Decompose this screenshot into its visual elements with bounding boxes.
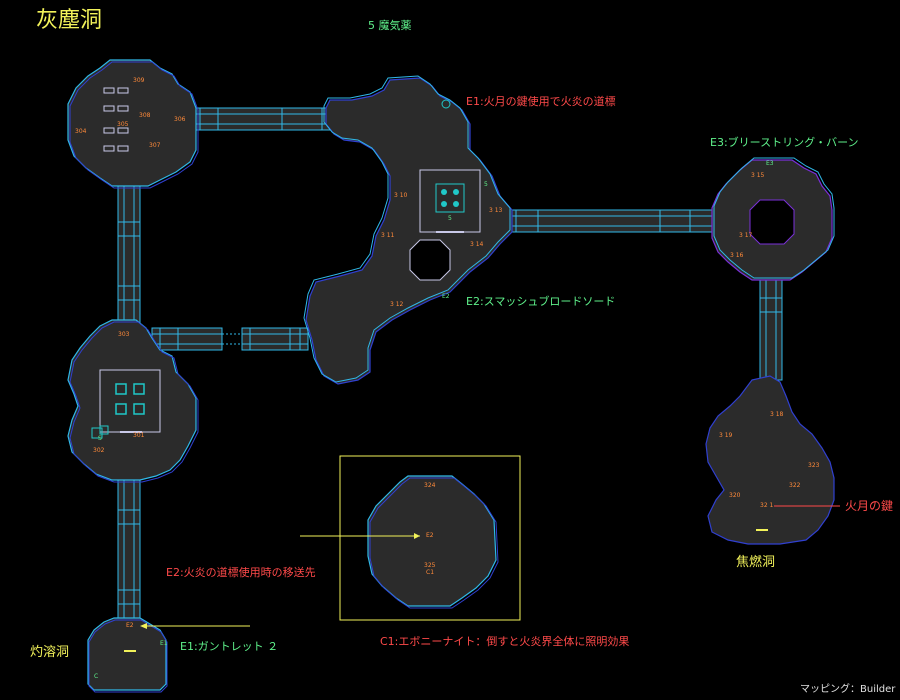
room-number: 323 (808, 462, 820, 469)
waypoint-icon (441, 99, 451, 109)
room-number: 301 (133, 432, 145, 439)
room-number: 320 (729, 492, 741, 499)
event-key: 火月の鍵 (845, 499, 894, 513)
room-number: 3 18 (770, 411, 784, 418)
room-number: 3 17 (739, 232, 753, 239)
event-e1-bottom: E1:ガントレット ２ (180, 640, 279, 653)
e3-pit (749, 199, 795, 245)
mark-s: S (98, 435, 102, 442)
mark-c: C (94, 673, 99, 680)
mark-c1: C1 (426, 569, 435, 576)
mark-5: 5 (484, 181, 488, 188)
map-title: 灰塵洞 (36, 8, 103, 33)
pointers (140, 505, 840, 629)
mark-5: 5 (448, 215, 452, 222)
event-c1: C1:エボニーナイト：倒すと火炎界全体に照明効果 (380, 635, 630, 648)
mark-e2: E2 (426, 532, 434, 539)
mark-e1: E1 (160, 640, 168, 647)
mark-e3: E3 (766, 160, 774, 167)
area-shakuyo: 灼溶洞 (30, 645, 70, 660)
room-number: 3 14 (470, 241, 484, 248)
item-note: 5 魔気薬 (368, 19, 412, 32)
room-west (67, 319, 197, 481)
central-pit (409, 239, 451, 281)
room-shonen (705, 375, 835, 545)
room-number: 3 13 (489, 207, 503, 214)
room-number: 32 1 (760, 502, 774, 509)
room-number: 309 (133, 77, 145, 84)
room-number: 3 16 (730, 252, 744, 259)
room-shakuyo (87, 617, 167, 691)
central-altar (435, 183, 465, 213)
c1-highlight-box (339, 455, 521, 621)
room-number: 302 (93, 447, 105, 454)
corridors (117, 107, 783, 621)
event-e2-destination: E2:火炎の道標使用時の移送先 (166, 566, 316, 579)
room-number: 3 11 (381, 232, 395, 239)
room-number: 303 (118, 331, 130, 338)
room-number: 308 (139, 112, 151, 119)
room-number: 3 10 (394, 192, 408, 199)
altar-pillars (441, 189, 459, 207)
corridor-gap (222, 333, 242, 345)
room-number: 307 (149, 142, 161, 149)
room-number: 322 (789, 482, 801, 489)
event-e2-right: E2:スマッシュブロードソード (466, 295, 616, 308)
area-shonen: 焦燃洞 (736, 555, 776, 570)
room-number: 3 12 (390, 301, 404, 308)
mark-e2: E2 (126, 622, 134, 629)
room-number: 324 (424, 482, 436, 489)
room-number: 304 (75, 128, 87, 135)
room-number: 305 (117, 121, 129, 128)
room-number: 325 (424, 562, 436, 569)
credit: マッピング：Builder (800, 684, 896, 695)
event-e1-top: E1:火月の鍵使用で火炎の道標 (466, 95, 616, 108)
west-pillars (115, 383, 145, 415)
room-number: 3 15 (751, 172, 765, 179)
nw-cells (103, 87, 129, 152)
room-number: 306 (174, 116, 186, 123)
event-e3: E3:ブリーストリング・バーン (710, 136, 859, 149)
mark-e2: E2 (442, 293, 450, 300)
west-stairs-icon (91, 427, 103, 439)
room-number: 3 19 (719, 432, 733, 439)
room-northwest (67, 59, 197, 187)
